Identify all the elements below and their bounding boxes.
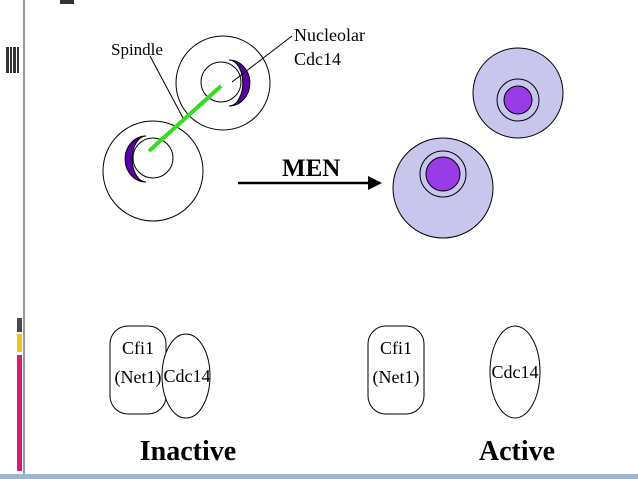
left-bar-yellow (17, 334, 22, 352)
cdc14-label-active: Cdc14 (492, 362, 539, 382)
net1-label-active: (Net1) (373, 367, 420, 388)
dividing-cell-inactive (102, 35, 271, 222)
spindle-label: Spindle (111, 40, 163, 59)
nucleolar-label-line1: Nucleolar (294, 25, 365, 45)
inactive-state-label: Inactive (140, 436, 236, 467)
spindle-line (147, 84, 223, 153)
nucleolar-label-line2: Cdc14 (294, 49, 341, 69)
left-bar-gray (17, 318, 22, 332)
active-nucleus-right (503, 85, 533, 115)
cfi1-label-active: Cfi1 (380, 338, 412, 358)
active-state-label: Active (479, 436, 555, 467)
net1-label-inactive: (Net1) (115, 367, 162, 388)
cdc14-label-inactive: Cdc14 (164, 366, 211, 386)
spindle-leader-line (149, 55, 184, 119)
cfi1-net1-box-active (367, 325, 425, 415)
active-nucleus-left (425, 156, 461, 192)
inactive-complex: Cfi1 (Net1) Cdc14 (109, 325, 211, 419)
cdc14-bound-oval (161, 333, 211, 419)
cfi1-label-inactive: Cfi1 (122, 338, 154, 358)
left-bar-magenta (17, 355, 22, 471)
bottom-rule (0, 474, 638, 479)
men-arrow-head (368, 176, 382, 190)
nucleolar-leader-line (231, 35, 293, 83)
dividing-cell-active (392, 47, 564, 239)
cdc14-free-oval (489, 325, 541, 419)
men-label: MEN (282, 155, 340, 182)
active-complex: Cfi1 (Net1) Cdc14 (367, 325, 541, 419)
nucleolus-ring-left (132, 137, 174, 179)
cropped-title-remnant (60, 0, 74, 4)
nucleolar-crescent-left (124, 135, 147, 183)
nucleolus-ring-right (200, 61, 242, 103)
vertical-bars-icon (6, 47, 19, 73)
